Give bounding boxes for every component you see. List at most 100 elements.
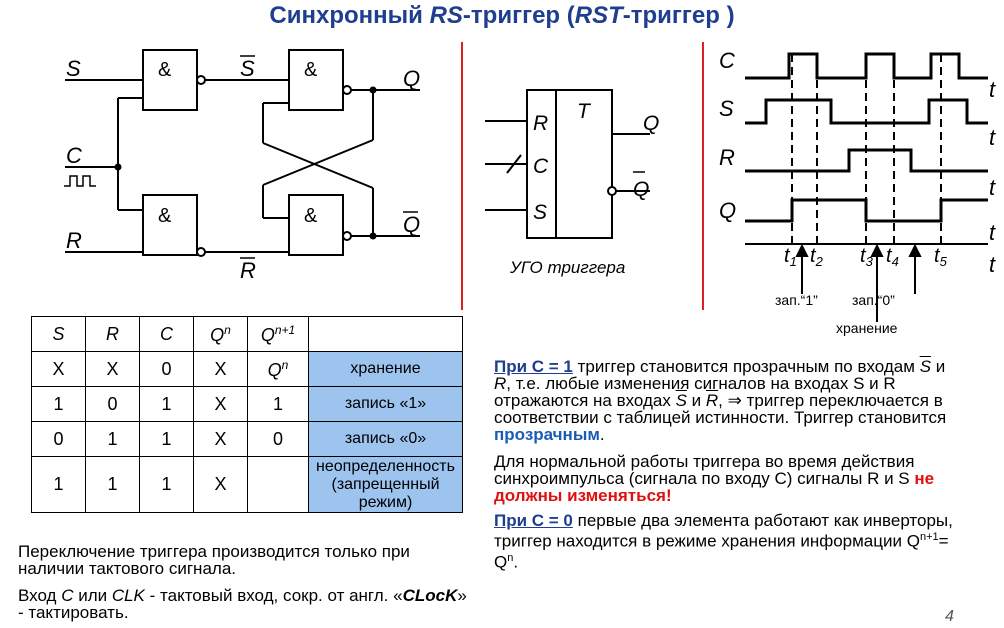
t-mark: t3 <box>860 245 874 269</box>
right-text: При C = 1 триггер становится прозрачным … <box>494 358 964 570</box>
header-r: R <box>85 316 140 352</box>
cell: X <box>85 351 140 387</box>
header-s: S <box>31 316 86 352</box>
junction-dot <box>369 232 377 240</box>
header-qn1: Qn+1 <box>247 316 309 352</box>
input-c-label: C <box>66 143 82 168</box>
t-mark: t1 <box>784 245 797 269</box>
label-zap0: зап.“0” <box>852 292 895 308</box>
mode-cell: хранение <box>308 351 463 387</box>
cell: 1 <box>31 456 86 513</box>
mode-cell: неопределенность(запрещенный режим) <box>308 456 463 513</box>
page-title: Синхронный RS-триггер (RST-триггер ) <box>0 2 1004 30</box>
truth-table: S R C Qn Qn+1 X X 0 X Qn хранение 1 0 1 … <box>31 316 463 513</box>
cell <box>247 456 309 513</box>
link-c0: При C = 0 <box>494 511 573 530</box>
label-storage: хранение <box>836 320 898 336</box>
title-part: Синхронный <box>269 2 430 29</box>
output-qbar-label: Q <box>403 212 420 237</box>
title-part: RS <box>429 2 463 29</box>
table-row: 0 1 1 X 0 запись «0» <box>31 421 463 457</box>
junction-dot <box>369 86 377 94</box>
ugo-c-label: C <box>533 155 549 178</box>
input-s-label: S <box>66 56 81 81</box>
mode-cell: запись «1» <box>308 386 463 422</box>
timing-label-s: S <box>719 96 734 121</box>
arrowhead <box>870 243 884 257</box>
axis-t: t <box>989 77 996 102</box>
table-row: 1 0 1 X 1 запись «1» <box>31 386 463 422</box>
title-part: RST <box>574 2 623 29</box>
ugo-t-label: T <box>577 100 592 123</box>
label-zap1: зап.“1” <box>775 292 818 308</box>
page-number: 4 <box>945 608 954 625</box>
axis-t: t <box>989 220 996 245</box>
gate-label: & <box>304 205 318 227</box>
t-mark: t4 <box>886 245 899 269</box>
timing-diagram: C S R Q t t t t t t1 t2 t3 t4 t5 зап.“1”… <box>719 48 996 336</box>
table-header: S R C Qn Qn+1 <box>31 316 463 352</box>
table-row: X X 0 X Qn хранение <box>31 351 463 387</box>
link-c1: При C = 1 <box>494 357 573 376</box>
inverted-output-bubble <box>607 186 617 196</box>
right-paragraph-2: Для нормальной работы триггера во время … <box>494 452 935 505</box>
cell: 0 <box>139 351 194 387</box>
timing-label-q: Q <box>719 198 736 223</box>
arrowhead <box>908 243 922 257</box>
timing-label-c: C <box>719 48 735 73</box>
output-q-label: Q <box>403 66 420 91</box>
cell: 0 <box>31 421 86 457</box>
cell: 1 <box>31 386 86 422</box>
cell: X <box>193 386 248 422</box>
cell: X <box>193 456 248 513</box>
sbar-label: S <box>240 56 255 81</box>
ugo-qbar-label: Q <box>633 178 649 201</box>
title-part: -триггер ) <box>622 2 735 29</box>
ugo-symbol: R C S T Q Q <box>485 89 659 239</box>
timing-label-r: R <box>719 145 735 170</box>
rs-trigger-circuit: & & & & S C R S R Q Q <box>64 49 420 283</box>
rbar-label: R <box>240 258 256 283</box>
cell: Qn <box>247 351 309 387</box>
ugo-r-label: R <box>533 112 548 135</box>
header-c: C <box>139 316 194 352</box>
title-part: -триггер ( <box>462 2 575 29</box>
gate-label: & <box>304 59 318 81</box>
axis-t: t <box>989 252 996 277</box>
signal-c <box>745 52 988 80</box>
left-paragraph-2: Вход C или CLK - тактовый вход, сокр. от… <box>18 586 467 622</box>
ugo-q-label: Q <box>643 112 659 135</box>
divider-right <box>702 42 704 310</box>
junction-dot <box>114 163 122 171</box>
axis-t: t <box>989 125 996 150</box>
cell: 1 <box>85 421 140 457</box>
cell: 1 <box>247 386 309 422</box>
left-text: Переключение триггера производится тольк… <box>18 543 468 621</box>
right-paragraph-3: При C = 0 первые два элемента работают к… <box>494 511 953 572</box>
axis-t: t <box>989 175 996 200</box>
signal-r <box>745 148 988 173</box>
gate-label: & <box>158 205 172 227</box>
cell: X <box>193 351 248 387</box>
cell: X <box>31 351 86 387</box>
t-mark: t5 <box>934 245 948 269</box>
header-mode <box>308 316 463 352</box>
header-qn: Qn <box>193 316 248 352</box>
t-mark: t2 <box>810 245 824 269</box>
ugo-s-label: S <box>533 201 547 224</box>
cell: 0 <box>247 421 309 457</box>
mode-cell: запись «0» <box>308 421 463 457</box>
cell: 1 <box>139 421 194 457</box>
gate-label: & <box>158 59 172 81</box>
cell: 0 <box>85 386 140 422</box>
arrowhead <box>795 243 809 257</box>
ugo-caption: УГО триггера <box>510 258 626 277</box>
right-paragraph-1: При C = 1 триггер становится прозрачным … <box>494 357 947 444</box>
cell: 1 <box>139 456 194 513</box>
signal-s <box>745 98 988 125</box>
left-paragraph-1: Переключение триггера производится тольк… <box>18 542 410 578</box>
table-row: 1 1 1 X неопределенность(запрещенный реж… <box>31 456 463 513</box>
cell: X <box>193 421 248 457</box>
input-r-label: R <box>66 228 82 253</box>
divider-left <box>461 42 463 310</box>
